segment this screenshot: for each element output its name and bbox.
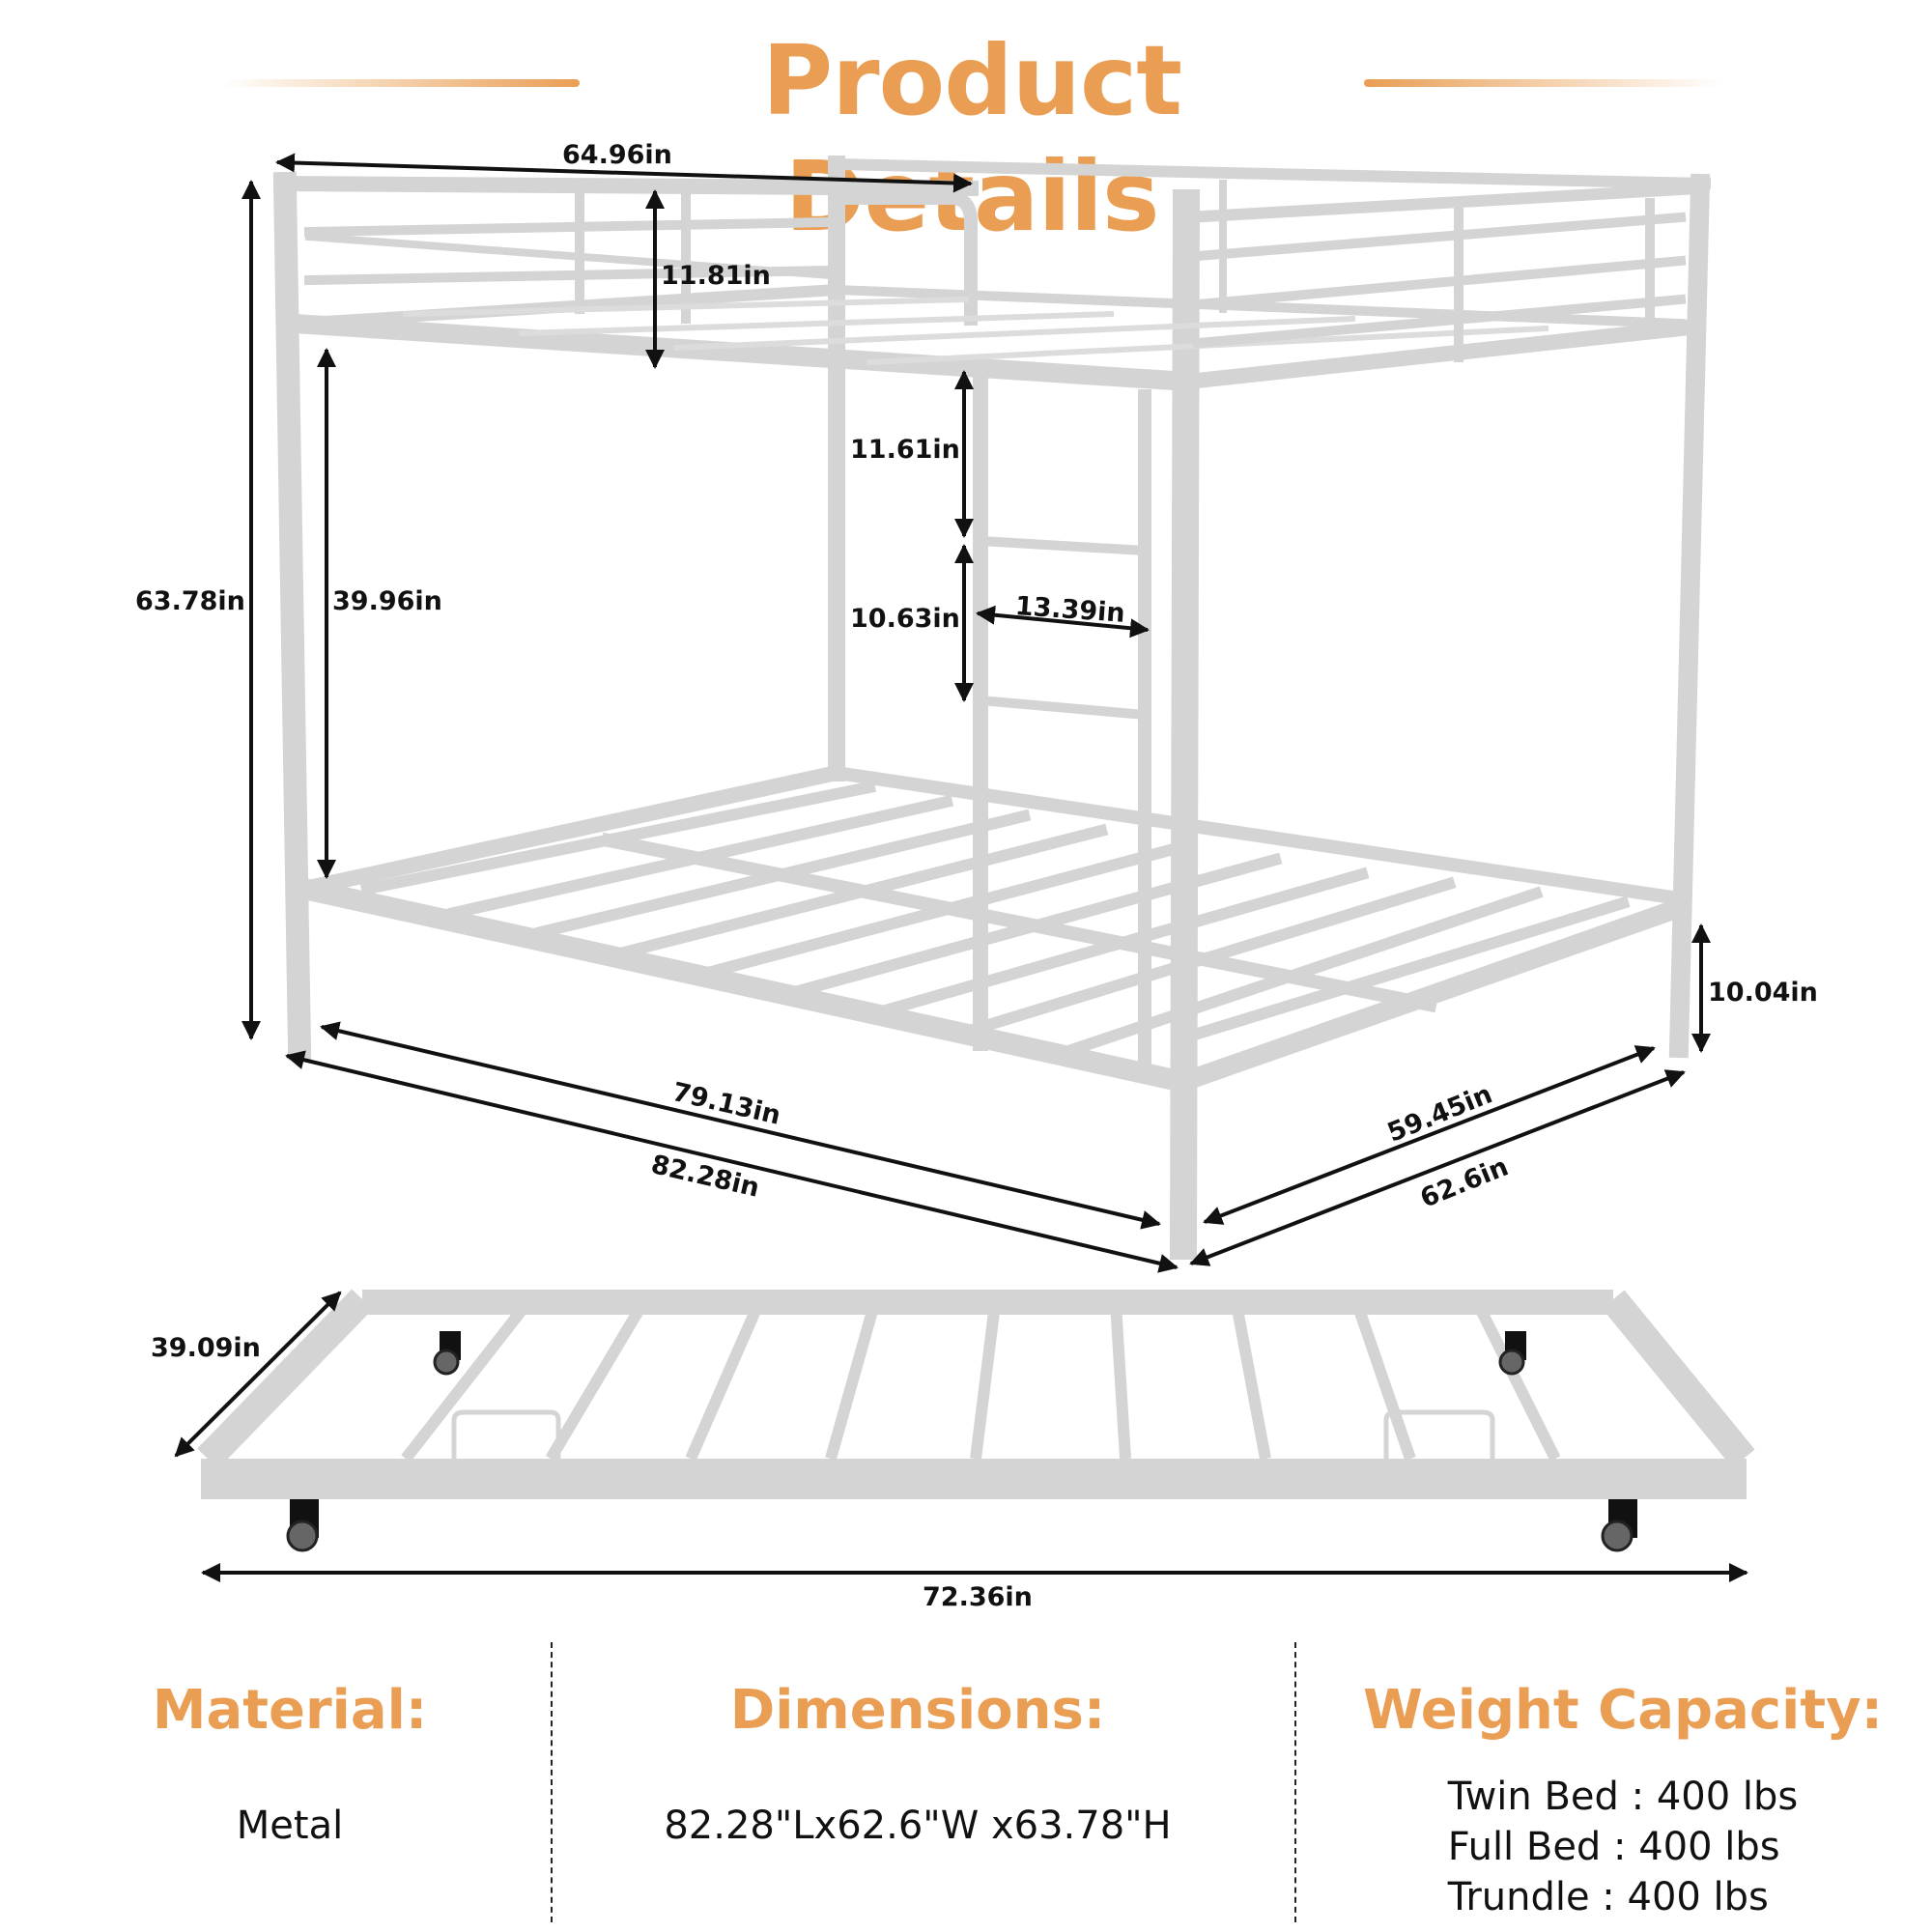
dim-ladder-top-gap: 11.61in: [850, 435, 960, 465]
material-value: Metal: [236, 1804, 344, 1848]
dim-total-height: 63.78in: [135, 586, 245, 616]
capacity-item-full: Full Bed : 400 lbs: [1447, 1825, 1780, 1869]
dim-top-width: 64.96in: [562, 140, 672, 170]
bunk-bed-illustration: [174, 153, 1755, 1582]
spec-weight-capacity: Weight Capacity: Twin Bed : 400 lbs Full…: [1333, 1642, 1913, 1922]
capacity-item-twin: Twin Bed : 400 lbs: [1447, 1775, 1799, 1819]
dim-guardrail-height: 11.81in: [661, 261, 771, 291]
capacity-item-trundle: Trundle : 400 lbs: [1447, 1875, 1769, 1919]
weight-capacity-label: Weight Capacity:: [1363, 1679, 1883, 1742]
caster-wheels: [286, 1331, 1637, 1552]
dim-ladder-step-spacing: 10.63in: [850, 604, 960, 634]
divider: [1294, 1642, 1296, 1922]
bed-dimension-diagram: 64.96in 11.81in 63.78in 39.96in 11.61in …: [135, 140, 1818, 1612]
title-decor-line-left: [222, 79, 580, 87]
spec-material: Material: Metal: [97, 1642, 483, 1851]
dim-bottom-rail-height: 10.04in: [1708, 978, 1818, 1008]
spec-dimensions: Dimensions: 82.28"Lx62.6"W x63.78"H: [580, 1642, 1256, 1851]
title-decor-line-right: [1364, 79, 1721, 87]
material-label: Material:: [152, 1679, 428, 1742]
dim-trundle-length: 72.36in: [923, 1582, 1033, 1612]
divider: [551, 1642, 553, 1922]
dimensions-label: Dimensions:: [729, 1679, 1106, 1742]
dim-trundle-depth: 39.09in: [151, 1333, 261, 1363]
spec-summary: Material: Metal Dimensions: 82.28"Lx62.6…: [0, 1642, 1932, 1932]
dim-bottom-clearance: 39.96in: [332, 586, 442, 616]
weight-capacity-list: Twin Bed : 400 lbs Full Bed : 400 lbs Tr…: [1448, 1772, 1798, 1922]
dimensions-value: 82.28"Lx62.6"W x63.78"H: [664, 1804, 1172, 1848]
